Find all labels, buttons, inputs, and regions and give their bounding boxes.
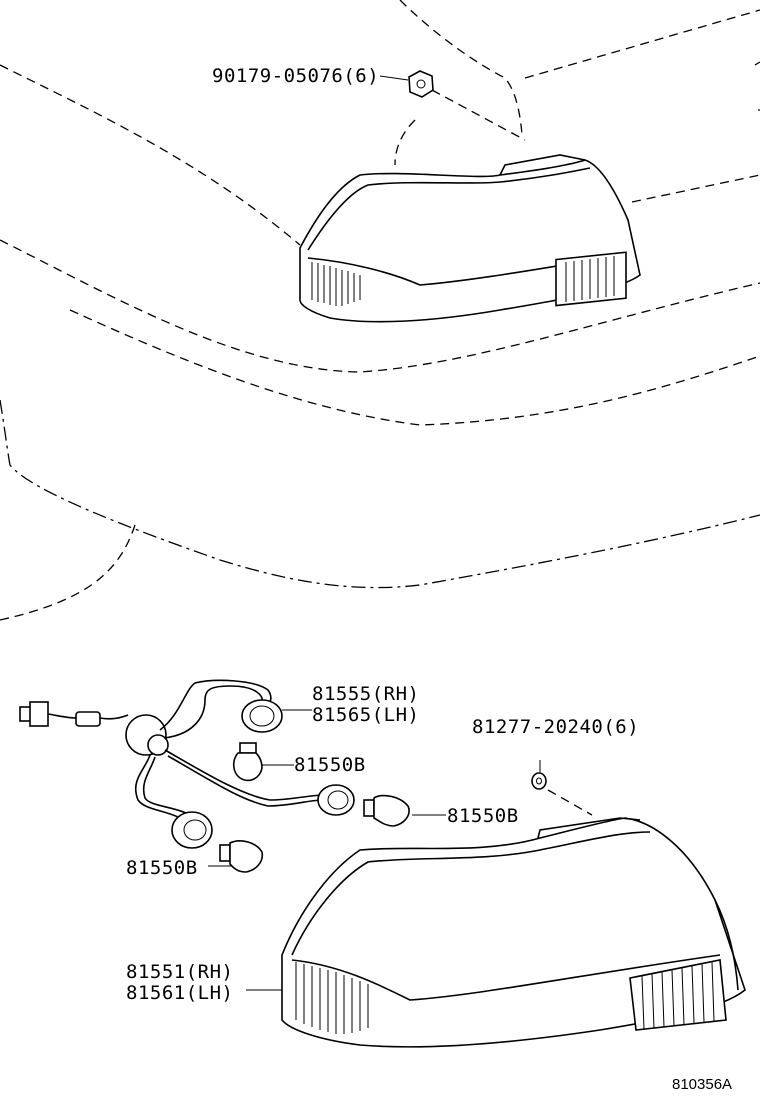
label-lamp-rh: 81551(RH) (126, 961, 233, 983)
leader-nut (379, 75, 409, 81)
tail-lamp-exploded (246, 817, 746, 1048)
socket-lower (171, 811, 213, 849)
bulb-lower (208, 840, 264, 873)
socket-middle (317, 784, 355, 816)
socket-top (241, 699, 312, 733)
gasket-part (531, 760, 593, 816)
diagram-reference-code: 810356A (672, 1076, 732, 1093)
label-socket-rh: 81555(RH) (312, 683, 419, 705)
label-socket-lh: 81565(LH) (312, 704, 419, 726)
label-bulb-upper: 81550B (294, 754, 366, 776)
bulb-middle (363, 794, 446, 827)
nut-part (408, 70, 526, 141)
label-bulb-lower: 81550B (126, 857, 198, 879)
label-gasket: 81277-20240(6) (472, 716, 639, 738)
tail-lamp-installed (299, 154, 641, 323)
label-lamp-lh: 81561(LH) (126, 982, 233, 1004)
label-nut: 90179-05076(6) (212, 65, 379, 87)
vehicle-body-outline (0, 0, 760, 621)
wiring-harness (19, 679, 326, 819)
bulb-upper (232, 742, 294, 782)
label-bulb-middle: 81550B (447, 805, 519, 827)
